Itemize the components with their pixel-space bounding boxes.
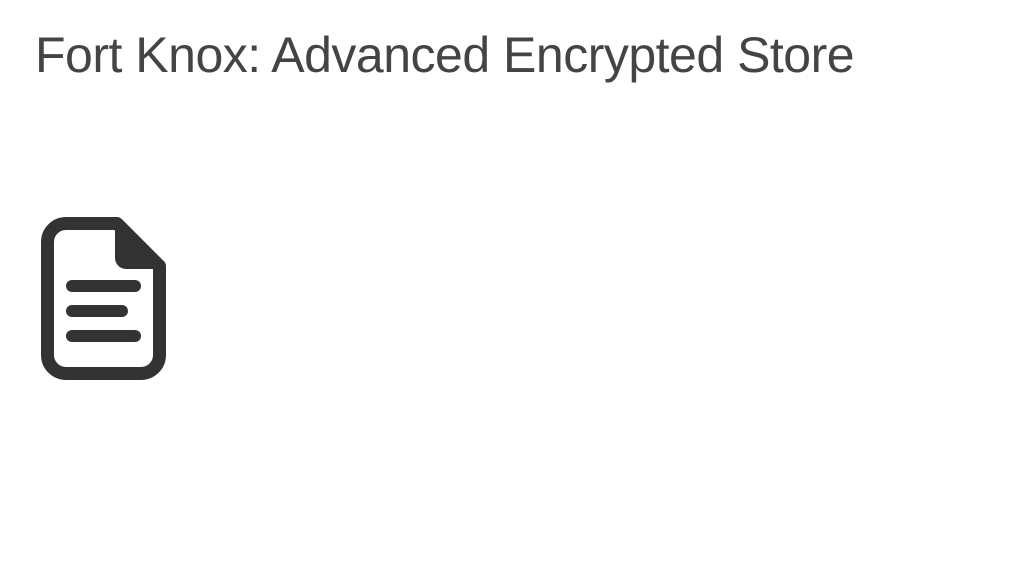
file-item[interactable] bbox=[36, 212, 172, 386]
page-title: Fort Knox: Advanced Encrypted Store bbox=[35, 27, 855, 83]
document-icon bbox=[41, 217, 166, 380]
